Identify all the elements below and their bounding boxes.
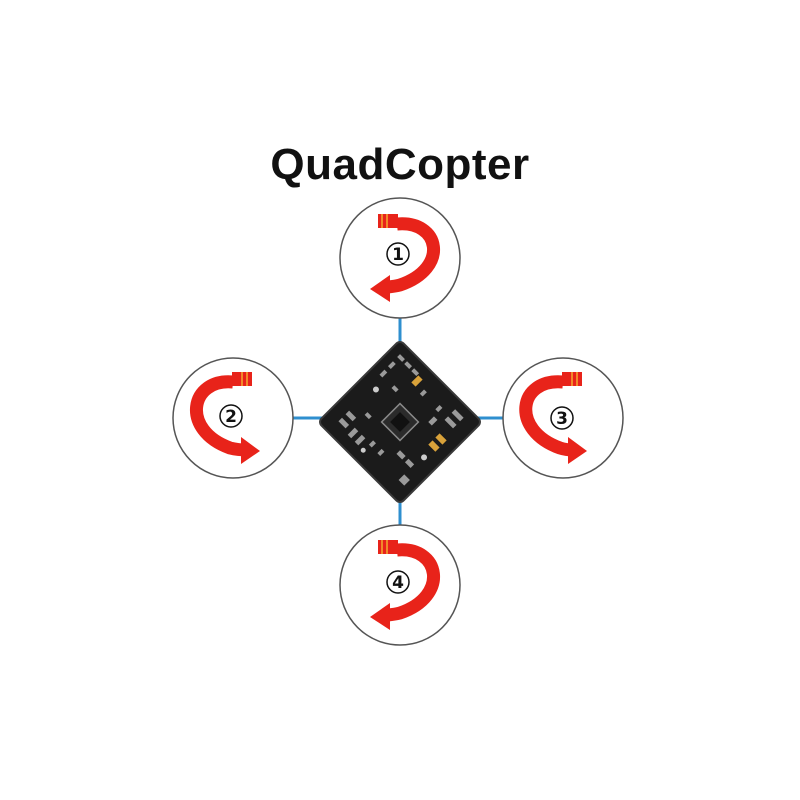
rotation-arrow-icon	[519, 372, 587, 464]
motor-number-badge	[550, 406, 574, 430]
motor-number: 2	[225, 407, 237, 427]
motor-number: 4	[392, 573, 404, 593]
motor-1: 1	[339, 197, 461, 319]
motor-number-badge	[386, 570, 410, 594]
rotation-arrow-icon	[189, 372, 260, 464]
motor-number: 3	[556, 409, 568, 429]
motor-number-badge	[386, 242, 410, 266]
rotation-arrow-icon	[370, 214, 440, 302]
motor-2: 2	[172, 357, 294, 479]
diagram-title: QuadCopter	[270, 140, 530, 189]
motor-3: 3	[502, 357, 624, 479]
flight-controller-board-icon	[319, 341, 481, 503]
rotation-arrow-icon	[370, 540, 440, 630]
motor-number-badge	[219, 404, 243, 428]
motor-4: 4	[339, 524, 461, 646]
motor-number: 1	[392, 245, 404, 265]
